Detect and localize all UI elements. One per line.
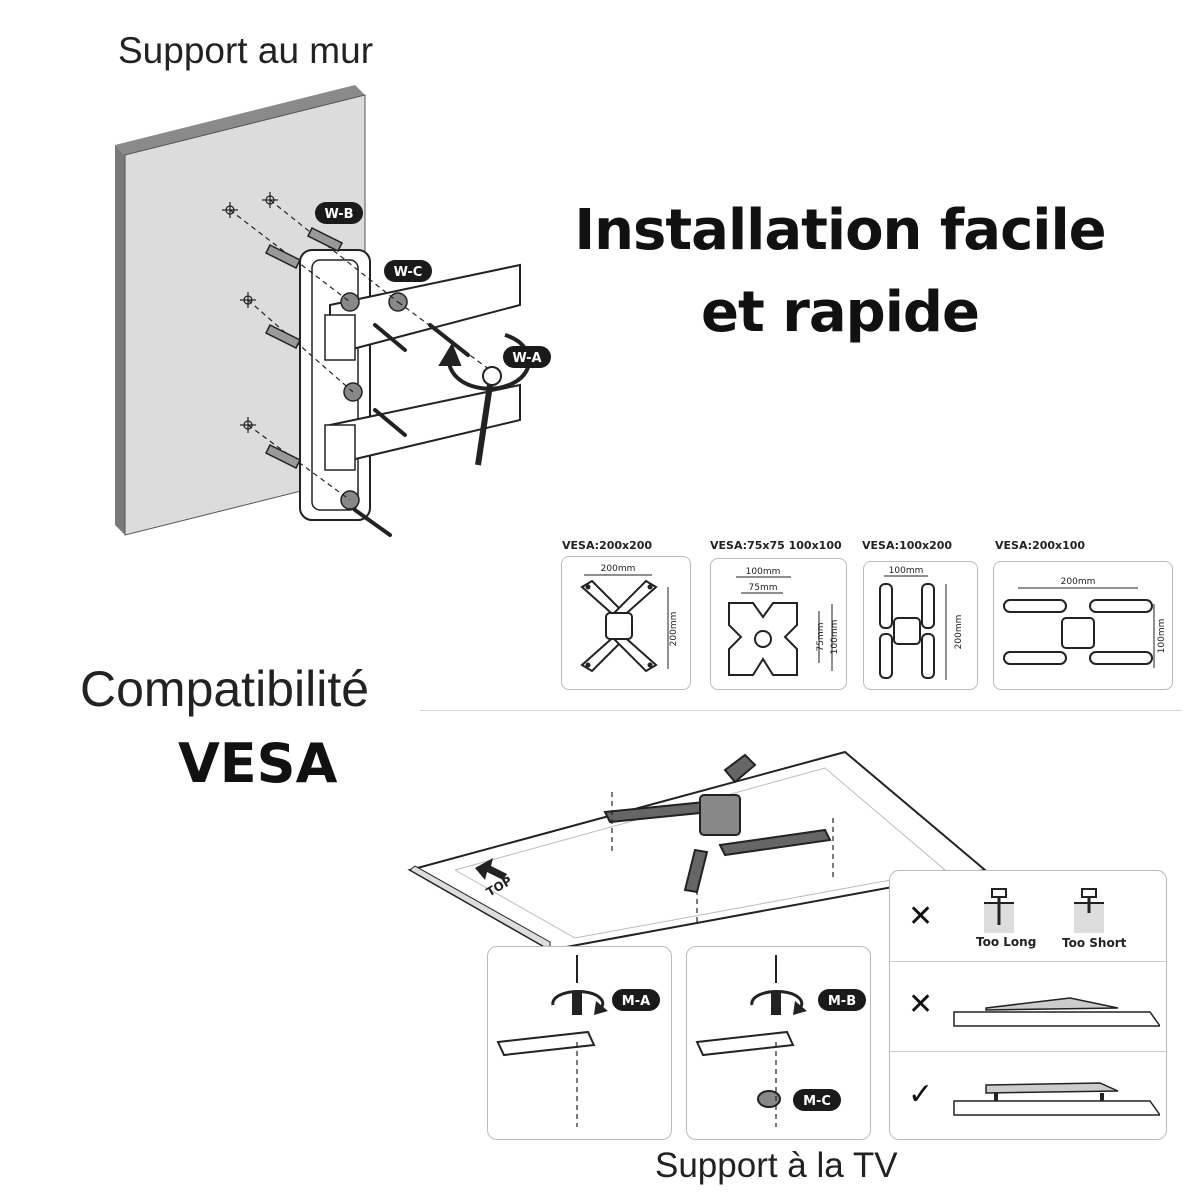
arm-bracket: [496, 1030, 596, 1057]
washer: [340, 292, 360, 312]
rotate-arrow-icon: [750, 990, 804, 1011]
svg-text:200mm: 200mm: [1061, 577, 1096, 587]
row-divider: [890, 961, 1166, 962]
main-heading-line2: et rapide: [701, 280, 980, 345]
vesa-plate-tall: [879, 583, 935, 679]
row-divider: [890, 1051, 1166, 1052]
spacer-icon: [757, 1090, 781, 1108]
vesa-card-75x75-100x100: 100mm 75mm 75mm 100mm: [710, 558, 847, 690]
svg-text:200mm: 200mm: [601, 564, 636, 574]
badge-mb: M-B: [828, 994, 856, 1009]
wall-side: [115, 145, 125, 535]
screw-icon: [771, 991, 781, 1015]
vesa-label-200x200: VESA:200x200: [562, 539, 653, 552]
svg-text:W-B: W-B: [324, 207, 353, 222]
vesa-label-200x100: VESA:200x100: [995, 539, 1086, 552]
svg-text:W-A: W-A: [512, 351, 541, 366]
screw-icon: [572, 991, 582, 1015]
tv-back-illustration: TOP: [407, 750, 988, 952]
vesa-card-200x100: 200mm 100mm: [993, 561, 1173, 690]
vesa-plate-x: [580, 579, 658, 673]
svg-text:75mm: 75mm: [816, 623, 826, 652]
svg-text:W-C: W-C: [394, 265, 423, 280]
panel-screw-mb: M-B M-C: [686, 946, 871, 1140]
badge-ma: M-A: [622, 994, 650, 1009]
vesa-heading: VESA: [178, 732, 338, 795]
drill-marks: [222, 192, 278, 433]
svg-text:100mm: 100mm: [830, 620, 840, 655]
panel-screw-ma: M-A: [487, 946, 672, 1140]
svg-text:100mm: 100mm: [889, 566, 924, 576]
screw-length-icons: [984, 888, 1104, 933]
cross-mark-icon: ✕: [908, 987, 934, 1022]
badge-mc: M-C: [803, 1094, 831, 1109]
lag-screws: [353, 323, 470, 537]
vesa-plate-wide: [1003, 599, 1153, 665]
arm-bracket: [695, 1030, 795, 1057]
vesa-card-100x200: 100mm 200mm: [863, 561, 978, 690]
too-long-label: Too Long: [976, 935, 1037, 949]
vesa-plate-square: [728, 602, 798, 676]
wall-anchors: [264, 226, 344, 470]
rotate-arrow-icon: [551, 990, 605, 1011]
compat-heading: Compatibilité: [80, 661, 370, 717]
wall-top: [115, 85, 365, 155]
tv-vesa-plate: [603, 753, 832, 894]
flat-mount-wrong: [953, 997, 1160, 1027]
cross-mark-icon: ✕: [908, 899, 934, 934]
svg-text:200mm: 200mm: [954, 615, 964, 650]
panel-screw-check: ✕ ✕ ✓ Too Long Too Short: [889, 870, 1167, 1140]
badge-wa: W-A: [503, 346, 551, 368]
vesa-label-100x200: VESA:100x200: [862, 539, 953, 552]
badge-wc: W-C: [384, 260, 432, 282]
svg-text:100mm: 100mm: [1157, 619, 1167, 654]
svg-text:200mm: 200mm: [669, 612, 679, 647]
main-heading-line1: Installation facile: [574, 198, 1106, 263]
too-short-label: Too Short: [1062, 936, 1127, 950]
vesa-card-200x200: 200mm 200mm: [561, 556, 691, 690]
vesa-label-75x75-100x100: VESA:75x75 100x100: [710, 539, 842, 552]
badge-wb: W-B: [315, 202, 363, 224]
wall-mount-illustration: W-B W-C W-A: [115, 85, 551, 537]
svg-text:75mm: 75mm: [749, 583, 778, 593]
tv-mount-heading: Support à la TV: [655, 1146, 898, 1185]
flat-mount-right: [953, 1082, 1160, 1116]
wall-mount-heading: Support au mur: [118, 30, 374, 71]
check-mark-icon: ✓: [908, 1077, 934, 1112]
svg-text:100mm: 100mm: [746, 567, 781, 577]
main-heading: Installation facile et rapide: [560, 190, 1120, 354]
divider: [420, 710, 1182, 711]
